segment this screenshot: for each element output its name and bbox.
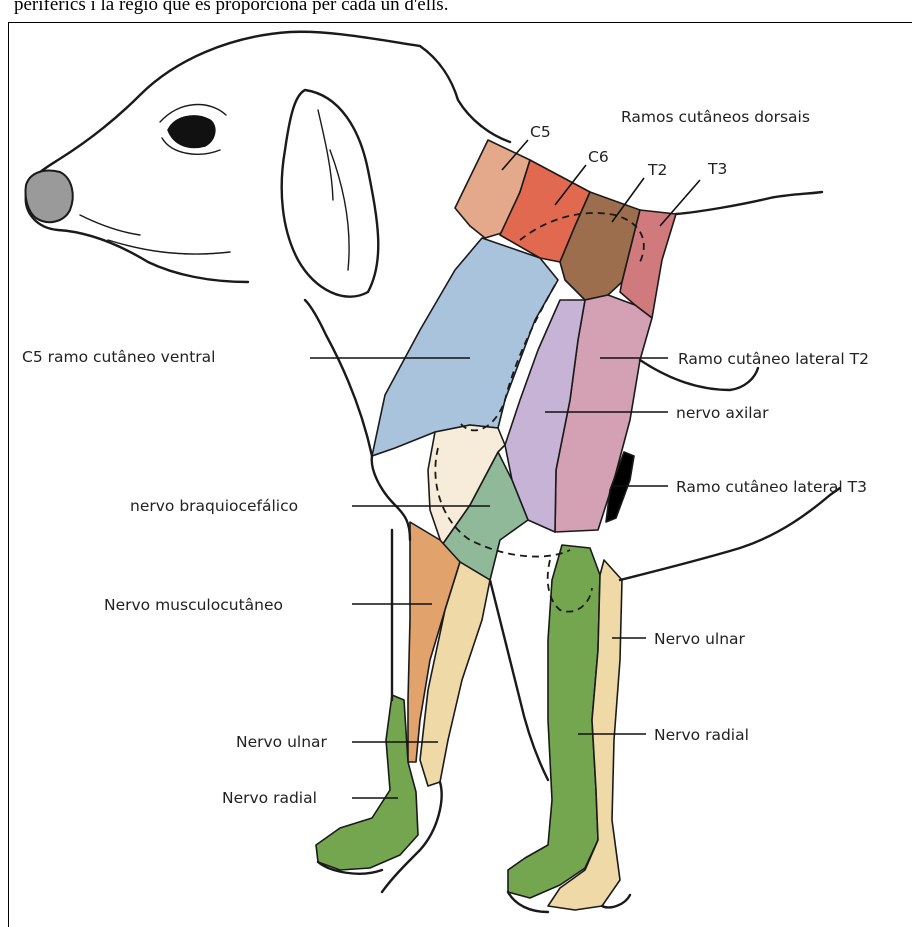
label-lateral-t2: Ramo cutâneo lateral T2 (678, 350, 869, 368)
label-c6: C6 (588, 148, 609, 166)
ear (282, 90, 379, 297)
label-c5: C5 (530, 123, 551, 141)
label-axillary: nervo axilar (676, 404, 769, 422)
label-lateral-t3: Ramo cutâneo lateral T3 (676, 478, 867, 496)
label-musculocutaneous: Nervo musculocutâneo (104, 596, 283, 614)
label-radial-left: Nervo radial (222, 789, 317, 807)
nose (25, 171, 72, 223)
region-radial-right (508, 545, 600, 898)
label-ulnar-left: Nervo ulnar (236, 733, 328, 751)
dermatome-regions (316, 140, 676, 910)
region-radial-left (316, 695, 418, 870)
dog-head-details (25, 90, 378, 297)
label-brachiocephalic: nervo braquiocefálico (130, 497, 298, 515)
label-t3: T3 (707, 160, 727, 178)
label-ulnar-right: Nervo ulnar (654, 630, 746, 648)
label-t2: T2 (647, 161, 667, 179)
eye (168, 116, 215, 148)
leader-t3 (660, 180, 700, 226)
label-c5-ventral: C5 ramo cutâneo ventral (22, 348, 215, 366)
label-radial-right: Nervo radial (654, 726, 749, 744)
label-dorsal-branches: Ramos cutâneos dorsais (621, 108, 810, 126)
